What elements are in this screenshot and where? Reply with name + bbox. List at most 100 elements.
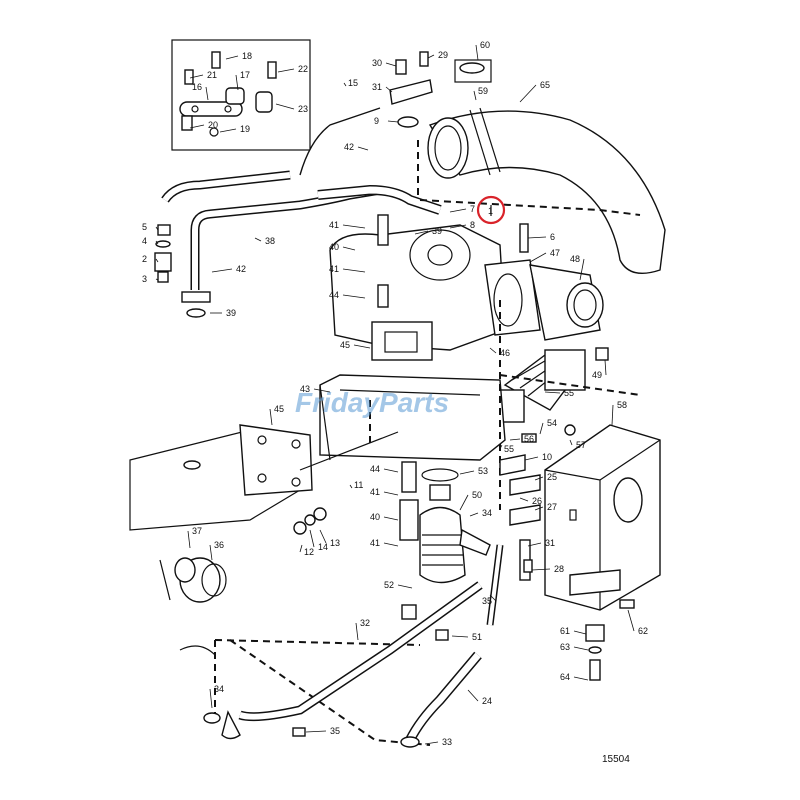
callout-leader-52	[397, 584, 413, 589]
callout-label-35: 35	[330, 726, 340, 736]
callout-label-11: 11	[354, 480, 363, 490]
callout-label-42: 42	[344, 142, 354, 152]
callout-leader-4	[155, 240, 159, 245]
callout-leader-60	[475, 44, 479, 61]
thermostat-housing	[419, 468, 491, 584]
callout-label-27: 27	[547, 502, 557, 512]
callout-label-54: 54	[547, 418, 557, 428]
coolant-pipes	[203, 544, 504, 748]
callout-leader-40	[342, 246, 356, 251]
callout-label-highlighted: 1	[488, 206, 493, 216]
callout-label-42: 42	[236, 264, 246, 274]
callout-leader-35	[489, 594, 497, 602]
callout-leader-42	[357, 146, 369, 151]
callout-leader-41	[342, 268, 366, 273]
callout-label-61: 61	[560, 626, 570, 636]
callout-leader-42	[211, 268, 233, 273]
callout-leader-47	[529, 252, 547, 263]
callout-label-41: 41	[370, 538, 380, 548]
callout-label-31: 31	[545, 538, 555, 548]
callout-leader-48	[579, 258, 585, 281]
callout-label-50: 50	[472, 490, 482, 500]
sleeve-stack	[377, 214, 419, 620]
callout-label-39: 39	[226, 308, 236, 318]
callout-leader-64	[573, 676, 589, 681]
callout-label-19: 19	[240, 124, 250, 134]
callout-label-23: 23	[298, 104, 308, 114]
callout-leader-36	[209, 544, 213, 561]
callout-leader-16	[205, 86, 209, 101]
callout-leader-19	[219, 128, 237, 133]
callout-leader-41	[383, 491, 399, 496]
callout-leader-50	[459, 494, 469, 511]
callout-label-6: 6	[550, 232, 555, 242]
callout-leader-62	[627, 609, 635, 632]
callout-leader-30	[385, 62, 397, 67]
callout-leader-40	[383, 516, 399, 521]
callout-leader-8	[449, 224, 467, 229]
callout-leader-22	[277, 68, 295, 73]
callout-label-8: 8	[470, 220, 475, 230]
callout-label-51: 51	[472, 632, 482, 642]
part-callouts: 2345678910111213141516171819202122232425…	[142, 40, 648, 747]
callout-leader-34	[469, 512, 479, 517]
callout-label-41: 41	[329, 220, 339, 230]
callout-label-18: 18	[242, 51, 252, 61]
callout-label-53: 53	[478, 466, 488, 476]
callout-leader-44	[342, 294, 366, 299]
callout-leader-53	[459, 470, 475, 475]
callout-leader-57	[569, 439, 573, 446]
callout-label-45: 45	[340, 340, 350, 350]
callout-leader-28	[531, 568, 551, 571]
callout-leader-25	[534, 476, 544, 481]
watermark-text: FridayParts	[295, 387, 449, 418]
callout-leader-17	[235, 74, 239, 91]
callout-leader-41	[383, 542, 399, 547]
callout-label-45: 45	[274, 404, 284, 414]
callout-leader-29	[427, 54, 435, 59]
callout-label-56: 56	[524, 434, 534, 444]
nut-set-12-14	[293, 507, 327, 535]
callout-label-43: 43	[300, 384, 310, 394]
callout-label-26: 26	[532, 496, 542, 506]
callout-leader-26	[519, 497, 529, 502]
top-bracket-assembly	[389, 51, 433, 128]
drawing-number: 15504	[602, 754, 630, 765]
callout-leader-18	[225, 55, 239, 60]
right-fittings	[499, 223, 609, 581]
callout-label-2: 2	[142, 254, 147, 264]
callout-label-44: 44	[329, 290, 339, 300]
exhaust-pipe-48	[529, 264, 604, 341]
callout-leader-24	[467, 689, 479, 702]
callout-label-36: 36	[214, 540, 224, 550]
callout-leader-39	[414, 230, 429, 235]
callout-label-3: 3	[142, 274, 147, 284]
callout-label-38: 38	[265, 236, 275, 246]
callout-label-15: 15	[348, 78, 358, 88]
callout-leader-15	[343, 82, 347, 87]
callout-label-4: 4	[142, 236, 147, 246]
callout-label-7: 7	[470, 204, 475, 214]
callout-label-9: 9	[374, 116, 379, 126]
callout-leader-38	[254, 237, 262, 242]
callout-leader-31	[527, 542, 542, 547]
callout-label-12: 12	[304, 547, 314, 557]
callout-label-25: 25	[547, 472, 557, 482]
callout-label-57: 57	[576, 440, 586, 450]
callout-label-14: 14	[318, 542, 328, 552]
callout-label-58: 58	[617, 400, 627, 410]
callout-label-47: 47	[550, 248, 560, 258]
callout-leader-65	[519, 84, 537, 103]
sensor-stack-left	[154, 224, 172, 283]
callout-leader-27	[534, 506, 544, 511]
callout-label-65: 65	[540, 80, 550, 90]
callout-leader-10	[524, 456, 539, 461]
callout-leader-61	[573, 630, 587, 635]
callout-leader-63	[573, 646, 589, 651]
callout-leader-12	[299, 544, 303, 553]
callout-label-17: 17	[240, 70, 250, 80]
exhaust-manifold	[329, 224, 541, 361]
riser-43	[319, 374, 506, 461]
callout-label-32: 32	[360, 618, 370, 628]
